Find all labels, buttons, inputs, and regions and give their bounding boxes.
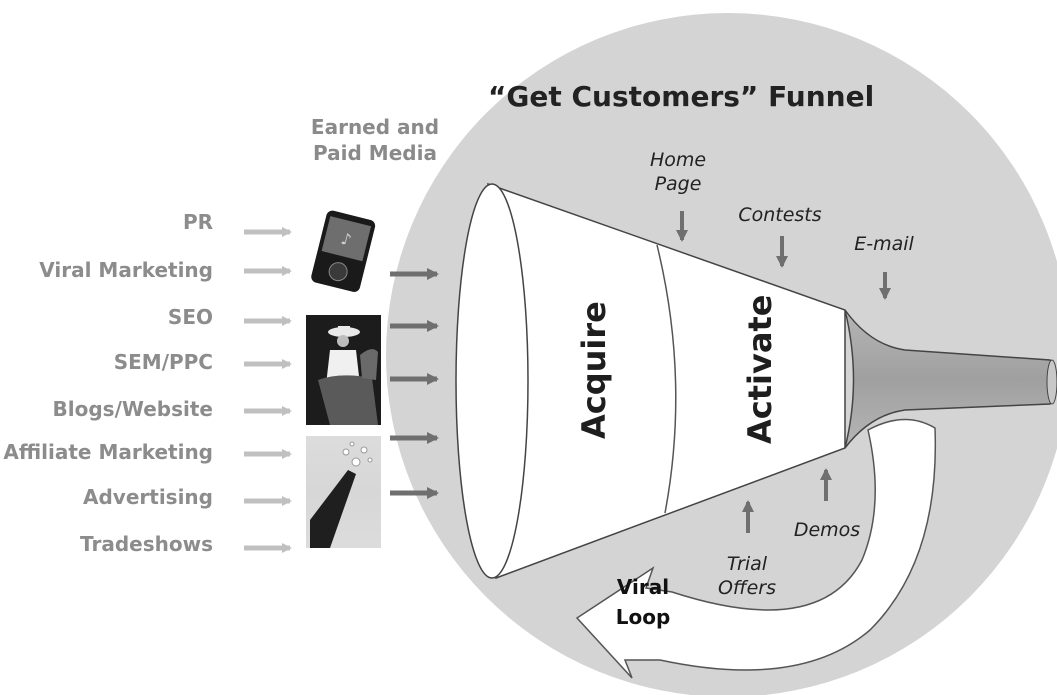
- mp3-player-photo: ♪: [304, 210, 382, 295]
- label-viral-loop: Viral Loop: [608, 574, 678, 630]
- channel-seo: SEO: [167, 305, 213, 329]
- top-input-arrows: [676, 211, 891, 300]
- champagne-bottle-photo: [306, 436, 381, 548]
- stage-divider: [656, 244, 677, 514]
- label-trial-offers: Trial Offers: [708, 552, 786, 600]
- media-header: Earned and Paid Media: [300, 114, 450, 166]
- stage-acquire: Acquire: [575, 301, 613, 439]
- home-page-line-1: Home: [649, 149, 707, 171]
- viral-loop-arrow: [575, 418, 937, 679]
- viral-loop-line-1: Viral: [616, 575, 670, 599]
- media-header-line-1: Earned and: [310, 115, 440, 139]
- trial-offers-line-1: Trial: [726, 553, 768, 575]
- label-contests: Contests: [738, 204, 822, 226]
- channel-blogs-website: Blogs/Website: [52, 397, 213, 421]
- channel-pr: PR: [182, 210, 213, 234]
- funnel-spout: [844, 309, 1057, 449]
- bottom-input-arrows: [742, 468, 832, 533]
- channel-advertising: Advertising: [83, 485, 213, 509]
- svg-text:♪: ♪: [339, 229, 354, 250]
- media-header-line-2: Paid Media: [313, 141, 437, 165]
- label-home-page: Home Page: [640, 148, 716, 196]
- channel-tradeshows: Tradeshows: [80, 532, 213, 556]
- channel-arrows: [244, 227, 292, 553]
- stage-activate: Activate: [741, 294, 779, 444]
- cowboy-on-horse-photo: [306, 315, 381, 425]
- channel-viral-marketing: Viral Marketing: [39, 258, 213, 282]
- funnel-mouth: [455, 183, 529, 579]
- viral-loop-line-2: Loop: [615, 605, 671, 629]
- channel-sem-ppc: SEM/PPC: [113, 350, 213, 374]
- label-demos: Demos: [793, 519, 861, 541]
- media-to-funnel-arrows: [390, 268, 439, 499]
- diagram-title: “Get Customers” Funnel: [488, 80, 875, 113]
- channel-affiliate-marketing: Affiliate Marketing: [3, 440, 213, 464]
- home-page-line-2: Page: [654, 173, 702, 195]
- trial-offers-line-2: Offers: [717, 577, 777, 599]
- label-email: E-mail: [854, 233, 914, 255]
